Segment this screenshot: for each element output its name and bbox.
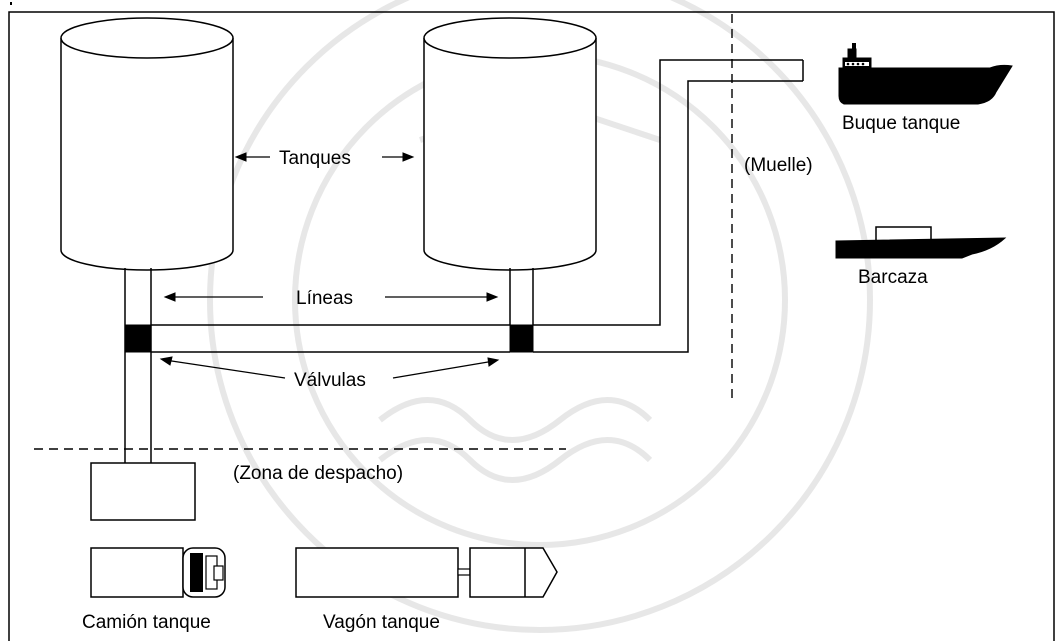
label-vagon-tanque: Vagón tanque xyxy=(323,612,440,633)
label-valvulas: Válvulas xyxy=(294,370,366,391)
tanques-annotation xyxy=(234,152,415,162)
frame-mark xyxy=(10,2,12,5)
label-buque-tanque: Buque tanque xyxy=(842,113,960,134)
tank-left xyxy=(60,17,234,271)
tank-right xyxy=(423,17,597,271)
tanker-ship-icon xyxy=(838,43,1013,105)
label-camion-tanque: Camión tanque xyxy=(82,612,211,633)
diagram-frame xyxy=(8,11,1055,641)
pipelines xyxy=(124,59,804,463)
valvulas-annotation xyxy=(159,356,500,379)
label-muelle: (Muelle) xyxy=(744,155,813,176)
label-barcaza: Barcaza xyxy=(858,267,928,288)
dispatch-box xyxy=(90,462,196,521)
label-tanques: Tanques xyxy=(279,148,351,169)
tank-wagon-icon xyxy=(295,547,558,598)
barge-icon xyxy=(835,226,1007,259)
label-lineas: Líneas xyxy=(296,288,353,309)
lineas-annotation xyxy=(163,292,499,302)
tank-truck-icon xyxy=(90,547,226,598)
valve-left xyxy=(124,324,152,353)
valve-right xyxy=(509,324,534,353)
label-zona-despacho: (Zona de despacho) xyxy=(233,463,403,484)
